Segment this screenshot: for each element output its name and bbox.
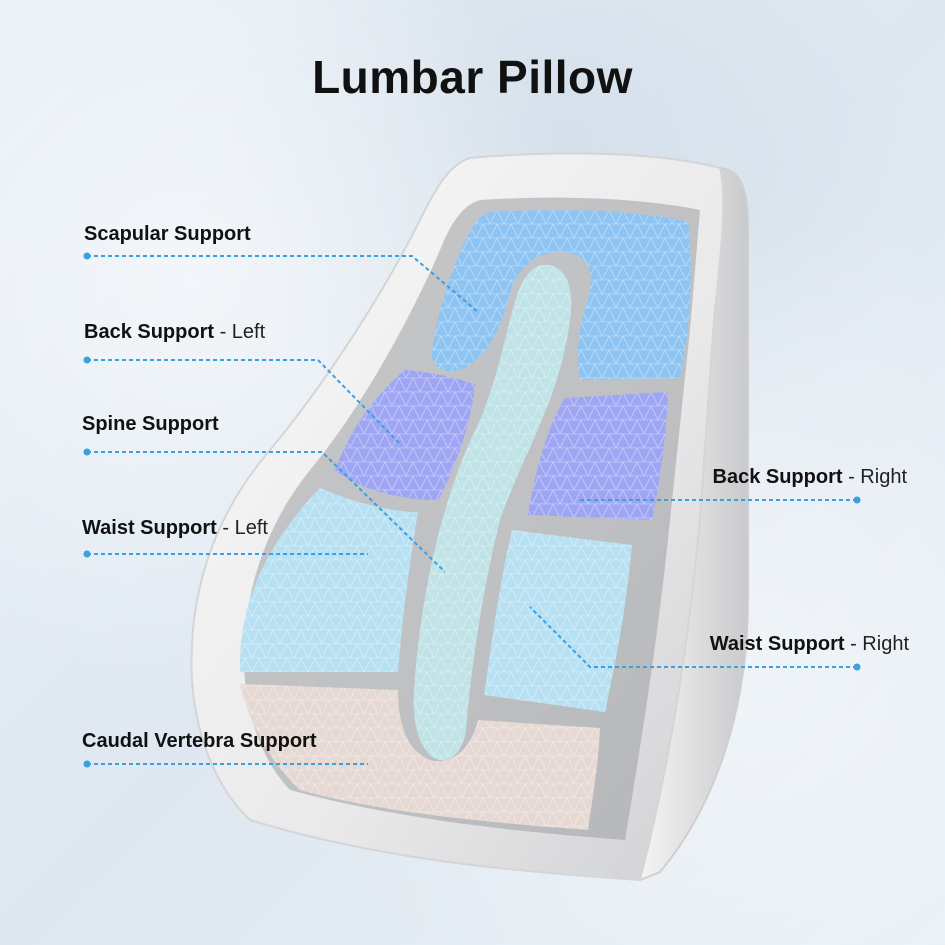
- label-back-support-right: Back Support - Right: [712, 466, 908, 488]
- leader-back-left: [87, 359, 401, 445]
- leader-waist-right: [529, 606, 857, 668]
- page-title: Lumbar Pillow: [312, 51, 633, 103]
- label-waist-support-left: Waist Support - Left: [82, 517, 268, 539]
- label-back-support-left: Back Support - Left: [84, 321, 266, 343]
- label-spine-support: Spine Support: [82, 413, 219, 435]
- leader-spine: [87, 451, 446, 573]
- label-caudal-vertebra-support: Caudal Vertebra Support: [82, 730, 317, 752]
- leader-lines: [87, 255, 857, 765]
- leader-dots: [83, 252, 861, 768]
- label-scapular-support: Scapular Support: [84, 223, 251, 245]
- label-waist-support-right: Waist Support - Right: [709, 633, 909, 655]
- leader-scapular: [87, 255, 479, 313]
